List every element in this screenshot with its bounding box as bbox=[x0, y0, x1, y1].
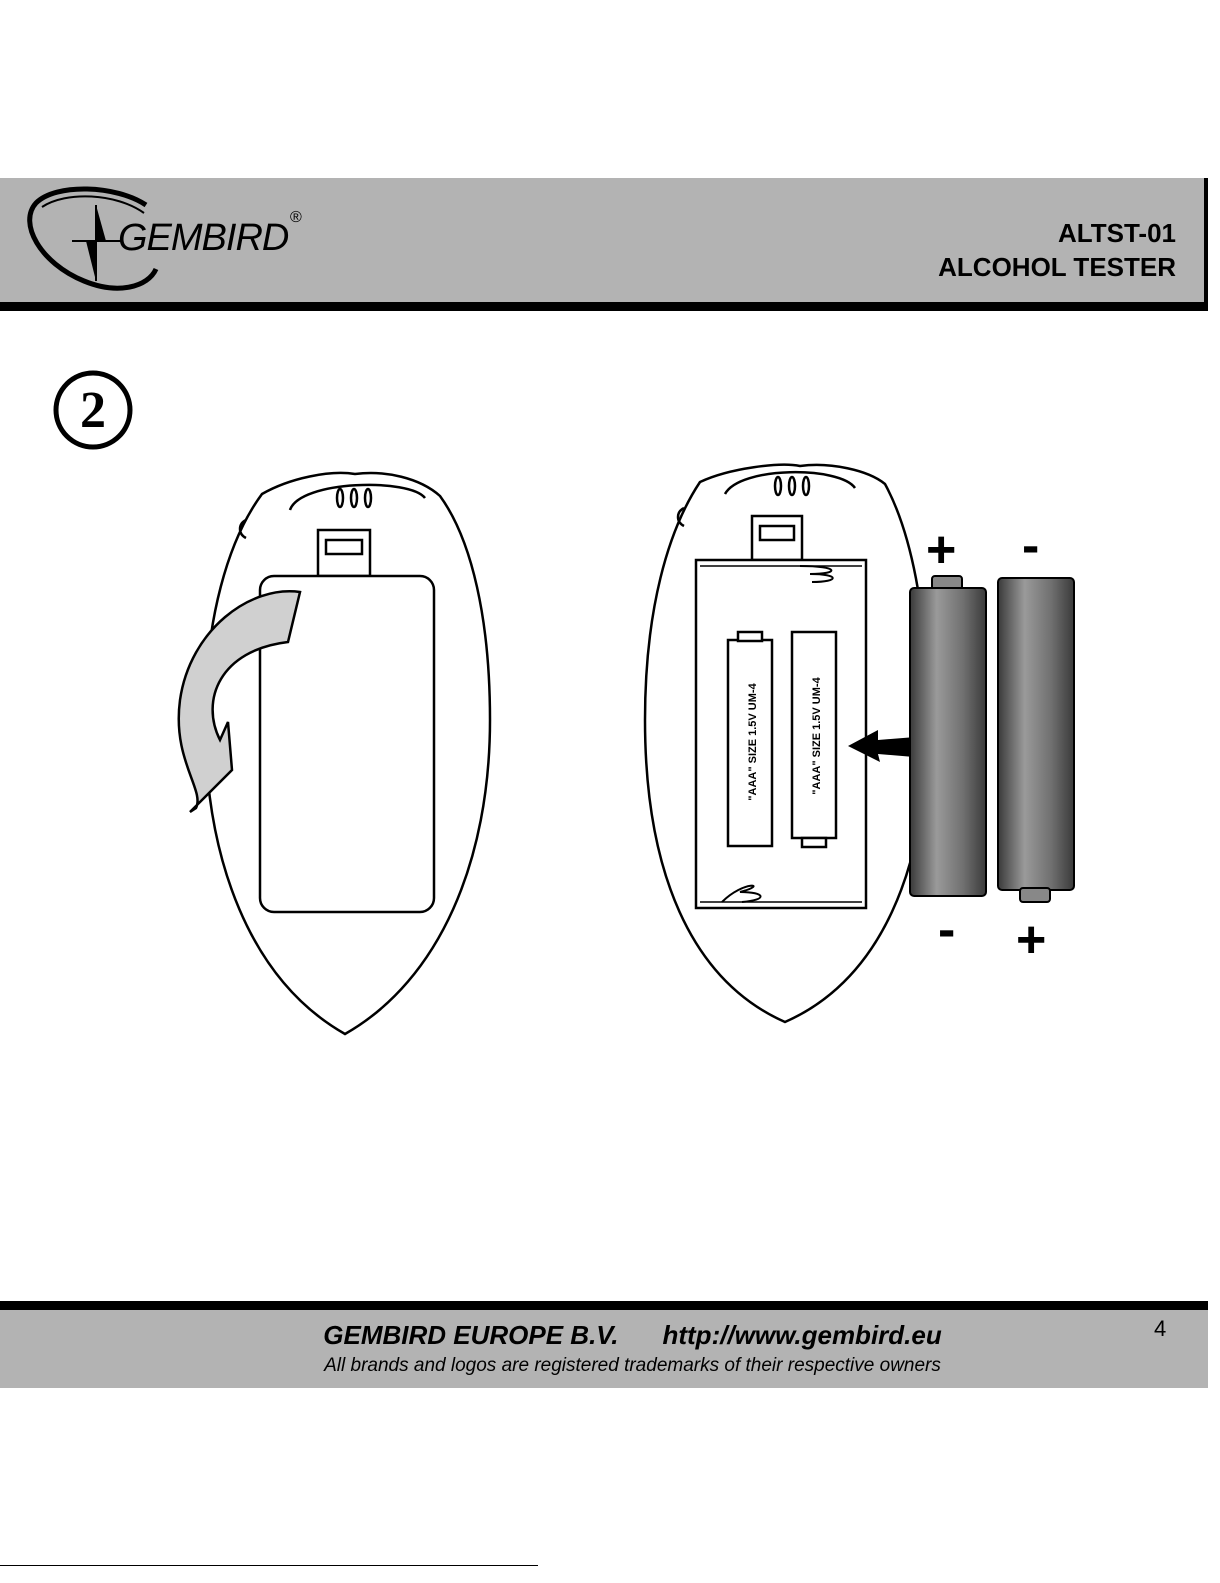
footer-rule bbox=[0, 1301, 1208, 1310]
polarity-mark: + bbox=[1016, 914, 1046, 966]
document-title: ALTST-01 ALCOHOL TESTER bbox=[938, 216, 1176, 284]
polarity-mark: - bbox=[1022, 520, 1039, 572]
company-url[interactable]: http://www.gembird.eu bbox=[662, 1320, 941, 1350]
cell-label-1: "AAA" SIZE 1.5V UM-4 bbox=[747, 682, 759, 800]
step-number-badge: 2 bbox=[52, 369, 134, 451]
bottom-rule bbox=[0, 1565, 538, 1566]
page-number: 4 bbox=[1154, 1316, 1166, 1342]
trademark-note: All brands and logos are registered trad… bbox=[0, 1355, 1220, 1377]
footer-company-line: GEMBIRD EUROPE B.V. http://www.gembird.eu bbox=[0, 1320, 1220, 1351]
polarity-mark: - bbox=[938, 904, 955, 956]
device-back-closed bbox=[205, 473, 490, 1034]
step-number: 2 bbox=[80, 382, 106, 439]
battery-minus-up bbox=[998, 578, 1074, 902]
polarity-mark: + bbox=[926, 524, 956, 576]
header-rule bbox=[0, 302, 1208, 311]
brand-wordmark: GEMBIRD bbox=[118, 217, 288, 260]
model-number: ALTST-01 bbox=[938, 216, 1176, 250]
product-name: ALCOHOL TESTER bbox=[938, 250, 1176, 284]
registered-mark: ® bbox=[290, 209, 302, 227]
battery-plus-up bbox=[910, 576, 986, 896]
company-name: GEMBIRD EUROPE B.V. bbox=[323, 1320, 618, 1350]
cell-label-2: "AAA" SIZE 1.5V UM-4 bbox=[811, 676, 823, 794]
